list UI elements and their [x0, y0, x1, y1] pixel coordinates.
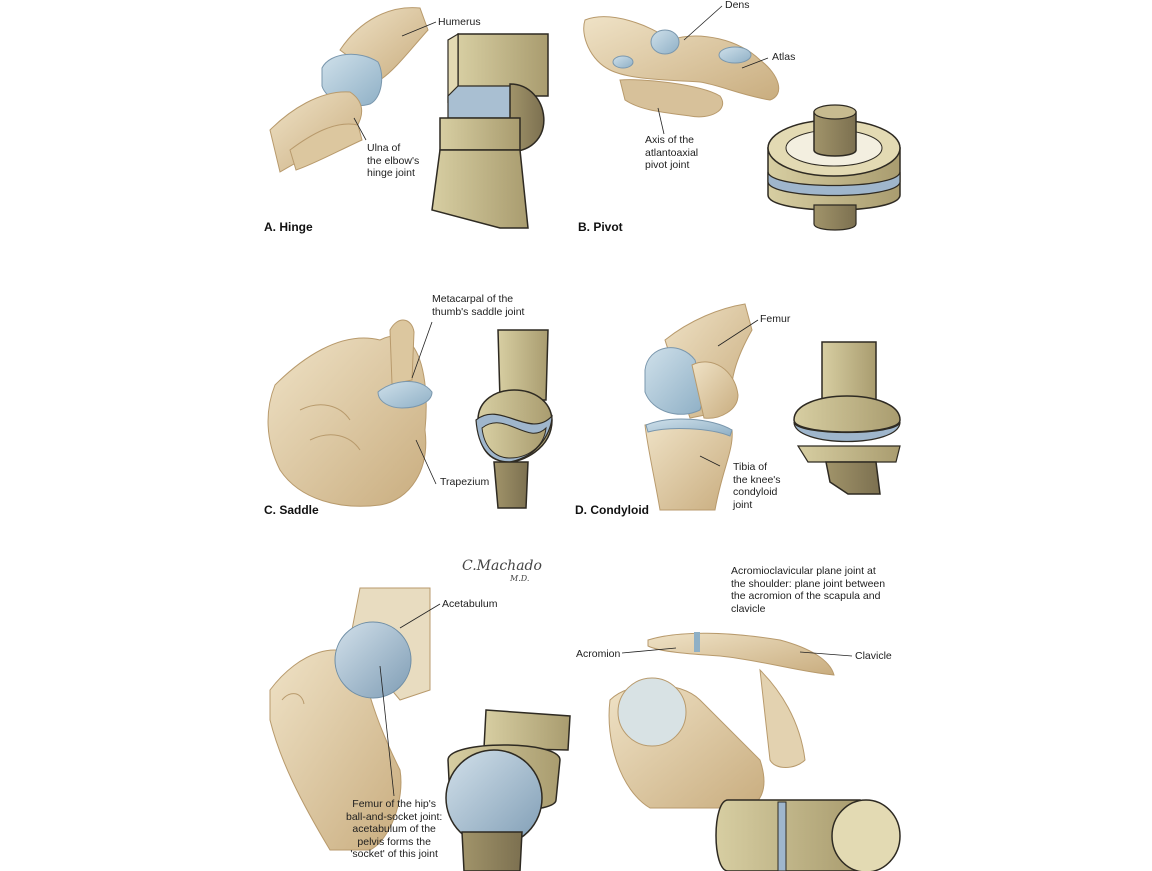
- label-clavicle: Clavicle: [855, 650, 892, 662]
- artist-signature: C.Machado: [462, 558, 542, 574]
- label-plane-description: Acromioclavicular plane joint at the sho…: [731, 565, 886, 615]
- label-acromion: Acromion: [576, 648, 621, 660]
- label-metacarpal: Metacarpal of the thumb's saddle joint: [432, 293, 525, 318]
- label-trapezium: Trapezium: [440, 476, 490, 488]
- saddle-anatomy-illustration: [267, 319, 433, 507]
- caption-condyloid: D. Condyloid: [575, 503, 649, 517]
- label-acetabulum: Acetabulum: [442, 598, 498, 610]
- pivot-anatomy-illustration: [583, 16, 780, 118]
- artist-signature-suffix: M.D.: [510, 574, 530, 583]
- label-dens: Dens: [725, 0, 750, 11]
- ball-socket-anatomy-illustration: [269, 587, 431, 851]
- leader-lines: [353, 5, 853, 797]
- condyloid-anatomy-illustration: [644, 303, 753, 511]
- label-tibia: Tibia of the knee's condyloid joint: [733, 461, 781, 511]
- pivot-mechanical-model: [767, 104, 901, 231]
- caption-saddle: C. Saddle: [264, 503, 319, 517]
- plane-anatomy-illustration: [608, 632, 835, 809]
- label-atlas: Atlas: [772, 51, 796, 63]
- ball-socket-mechanical-model: [445, 709, 571, 871]
- caption-hinge: A. Hinge: [264, 220, 313, 234]
- hinge-mechanical-model: [431, 32, 549, 229]
- label-axis: Axis of the atlantoaxial pivot joint: [645, 134, 699, 171]
- label-femur-knee: Femur: [760, 313, 791, 325]
- saddle-mechanical-model: [475, 329, 553, 509]
- label-humerus: Humerus: [438, 16, 481, 28]
- condyloid-mechanical-model: [793, 341, 901, 495]
- caption-pivot: B. Pivot: [578, 220, 623, 234]
- label-ulna: Ulna of the elbow's hinge joint: [367, 142, 420, 179]
- hinge-anatomy-illustration: [269, 7, 429, 173]
- label-femur-hip: Femur of the hip's ball-and-socket joint…: [346, 798, 443, 860]
- plane-mechanical-model: [715, 799, 901, 871]
